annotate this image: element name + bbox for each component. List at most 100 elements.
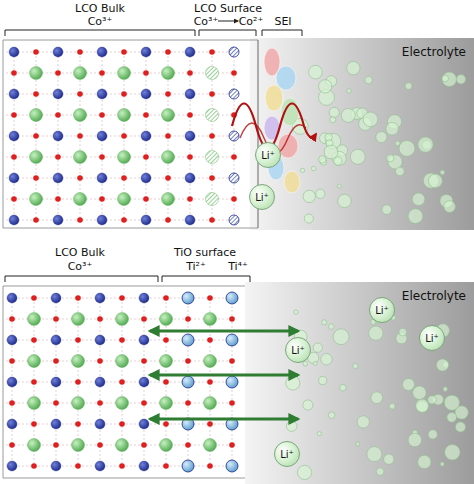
bubble	[440, 462, 444, 466]
metal-atom	[226, 292, 238, 304]
lithium-atom	[30, 67, 43, 80]
oxygen-atom	[141, 442, 147, 448]
oxygen-atom	[75, 337, 81, 343]
oxygen-atom	[77, 91, 83, 97]
bubble	[386, 122, 399, 135]
metal-atom	[9, 131, 19, 141]
ion-bubble: Li⁺	[274, 441, 300, 467]
label-text: LCO Surface	[194, 2, 262, 15]
oxygen-atom	[165, 91, 171, 97]
bubble	[297, 465, 311, 479]
bubble	[329, 107, 339, 117]
metal-atom	[97, 47, 107, 57]
lithium-atom	[116, 355, 129, 368]
lithium-atom	[74, 151, 87, 164]
lithium-atom	[118, 151, 131, 164]
ion-bubble: Li⁺	[419, 325, 445, 351]
oxygen-atom	[121, 49, 127, 55]
bubble	[387, 154, 394, 161]
bubble	[328, 324, 334, 330]
metal-atom	[139, 419, 149, 429]
oxygen-atom	[165, 133, 171, 139]
oxygen-atom	[209, 217, 215, 223]
oxygen-atom	[33, 49, 39, 55]
bubble	[330, 117, 336, 123]
bubble	[313, 343, 322, 352]
lattice-line	[6, 178, 234, 179]
oxygen-atom	[99, 196, 105, 202]
lattice-line	[6, 340, 232, 341]
lithium-atom	[160, 397, 173, 410]
oxygen-atom	[207, 421, 213, 427]
lithium-atom	[162, 67, 175, 80]
bubble	[399, 141, 415, 157]
metal-atom	[97, 89, 107, 99]
metal-atom	[9, 173, 19, 183]
oxygen-atom	[121, 175, 127, 181]
oxygen-atom	[121, 217, 127, 223]
oxygen-atom	[231, 154, 237, 160]
oxygen-atom	[143, 112, 149, 118]
lithium-atom	[206, 109, 219, 122]
oxygen-atom	[99, 112, 105, 118]
oxygen-atom	[185, 316, 191, 322]
oxygen-atom	[77, 217, 83, 223]
metal-atom	[9, 89, 19, 99]
bubble	[444, 201, 456, 213]
oxygen-atom	[33, 175, 39, 181]
lithium-atom	[28, 397, 41, 410]
metal-atom	[51, 461, 61, 471]
bubble	[447, 412, 457, 422]
metal-atom	[139, 461, 149, 471]
label-text: Co²⁺	[239, 15, 264, 28]
oxygen-atom	[185, 358, 191, 364]
bubble	[369, 326, 383, 340]
lithium-atom	[30, 151, 43, 164]
metal-atom	[97, 131, 107, 141]
oxygen-atom	[75, 421, 81, 427]
bubble	[436, 359, 448, 371]
metal-atom	[141, 47, 151, 57]
bubble	[334, 157, 342, 165]
oxygen-atom	[31, 421, 37, 427]
metal-atom	[51, 335, 61, 345]
bubble	[456, 75, 465, 84]
oxygen-atom	[53, 400, 59, 406]
region-label: Electrolyte	[402, 45, 466, 59]
metal-atom	[182, 460, 194, 472]
bubble	[445, 445, 461, 461]
oxygen-atom	[187, 70, 193, 76]
oxygen-atom	[119, 337, 125, 343]
metal-atom	[229, 131, 239, 141]
bubble	[350, 149, 365, 164]
bubble	[333, 329, 349, 345]
oxygen-atom	[185, 442, 191, 448]
oxygen-atom	[9, 316, 15, 322]
oxygen-atom	[75, 379, 81, 385]
metal-atom	[229, 47, 239, 57]
metal-atom	[53, 47, 63, 57]
oxygen-atom	[165, 217, 171, 223]
metal-atom	[53, 131, 63, 141]
metal-atom	[139, 293, 149, 303]
oxygen-atom	[53, 442, 59, 448]
bubble	[317, 432, 321, 436]
metal-atom	[185, 173, 195, 183]
bubble	[444, 395, 459, 410]
ion-bubble: Li⁺	[285, 337, 311, 363]
oxygen-atom	[163, 463, 169, 469]
metal-atom	[9, 215, 19, 225]
metal-atom	[226, 460, 238, 472]
oxygen-atom	[31, 463, 37, 469]
oxygen-atom	[97, 442, 103, 448]
lithium-atom	[206, 193, 219, 206]
bubble	[319, 377, 327, 385]
oxygen-atom	[229, 400, 235, 406]
bubble	[319, 156, 326, 163]
lattice-line	[6, 220, 234, 221]
oxygen-atom	[9, 442, 15, 448]
oxygen-atom	[75, 463, 81, 469]
lithium-atom	[206, 151, 219, 164]
bubble	[416, 399, 429, 412]
oxygen-atom	[119, 463, 125, 469]
